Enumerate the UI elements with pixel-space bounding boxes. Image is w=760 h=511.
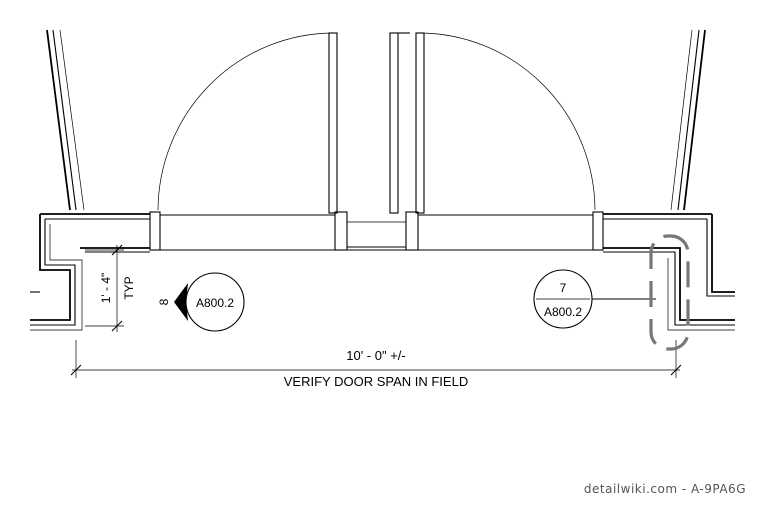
right-door-leaf xyxy=(415,32,596,214)
offset-dimension-text: 1' - 4" xyxy=(99,273,113,304)
section-callout-left[interactable] xyxy=(174,272,245,332)
left-door-leaf xyxy=(157,32,338,214)
left-angled-wall xyxy=(46,29,85,211)
door-frame xyxy=(149,211,604,251)
right-wall-corner xyxy=(603,213,735,331)
offset-note-text: TYP xyxy=(122,276,136,299)
center-mullion xyxy=(389,32,410,214)
section-callout-left-sheet: A800.2 xyxy=(196,296,234,310)
span-dimension xyxy=(70,340,682,378)
span-note-text: VERIFY DOOR SPAN IN FIELD xyxy=(284,374,468,389)
offset-dimension xyxy=(85,244,124,332)
detail-callout-right-sheet: A800.2 xyxy=(544,305,582,319)
detail-boundary xyxy=(649,234,690,351)
left-wall-corner xyxy=(30,213,150,331)
span-dimension-text: 10' - 0" +/- xyxy=(346,348,405,363)
detail-callout-right-number: 7 xyxy=(560,281,567,295)
watermark: detailwiki.com - A-9PA6G xyxy=(583,482,746,496)
detail-callout-right[interactable] xyxy=(533,269,656,329)
right-angled-wall xyxy=(670,29,706,211)
section-callout-left-number: 8 xyxy=(157,298,171,305)
